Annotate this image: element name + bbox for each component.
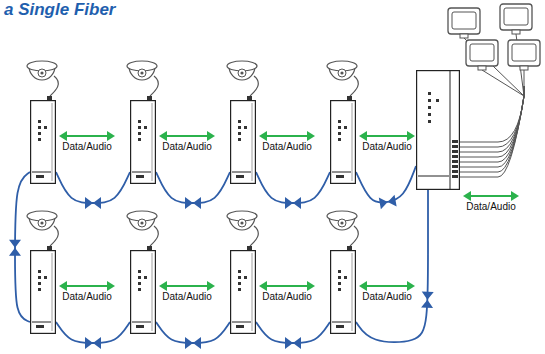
transceiver-unit <box>30 100 56 184</box>
fiber-splice <box>85 197 101 209</box>
transceiver-node: Data/Audio <box>330 100 356 184</box>
fiber-link <box>156 322 230 349</box>
fiber-splice <box>185 197 201 209</box>
dome-camera <box>327 211 358 246</box>
signal-label: Data/Audio <box>262 291 311 303</box>
fiber-splice <box>85 337 101 349</box>
monitor <box>448 8 480 38</box>
transceiver-unit <box>230 250 256 334</box>
fiber-link <box>256 322 330 349</box>
fiber-link <box>256 172 330 209</box>
diagram-title: a Single Fiber <box>4 0 115 20</box>
fiber-connectors <box>9 166 434 349</box>
monitor <box>508 40 540 70</box>
data-audio-arrow <box>359 131 415 141</box>
video-cable <box>460 96 524 157</box>
transceiver-unit <box>230 100 256 184</box>
dome-camera <box>127 61 158 96</box>
fiber-link <box>356 190 434 342</box>
dome-camera <box>227 61 258 96</box>
video-cable <box>460 96 524 177</box>
data-audio-arrow <box>463 191 519 201</box>
data-audio-arrow <box>159 281 215 291</box>
fiber-link <box>156 172 230 209</box>
fiber-splice <box>285 337 301 349</box>
transceiver-node: Data/Audio <box>130 100 156 184</box>
transceiver-unit <box>130 250 156 334</box>
fiber-splice <box>9 240 21 256</box>
transceiver-unit <box>330 250 356 334</box>
data-audio-arrow <box>259 281 315 291</box>
transceiver-unit <box>330 100 356 184</box>
data-audio-arrow <box>259 131 315 141</box>
monitor-cable <box>482 70 524 96</box>
signal-label: Data/Audio <box>262 141 311 153</box>
transceiver-unit <box>130 100 156 184</box>
signal-label: Data/Audio <box>362 141 411 153</box>
monitor <box>466 40 498 70</box>
data-audio-arrow <box>59 281 115 291</box>
signal-label: Data/Audio <box>466 201 515 213</box>
data-audio-arrow <box>159 131 215 141</box>
fiber-link <box>356 166 416 209</box>
fiber-splice <box>285 197 301 209</box>
video-cable <box>460 96 524 172</box>
signal-label: Data/Audio <box>162 291 211 303</box>
transceiver-node: Data/Audio <box>130 250 156 334</box>
transceiver-node: Data/Audio <box>30 250 56 334</box>
transceiver-unit <box>30 250 56 334</box>
video-cable <box>460 96 524 162</box>
data-audio-arrow <box>59 131 115 141</box>
receiver-rack-node: Data/Audio <box>416 70 460 190</box>
signal-label: Data/Audio <box>62 141 111 153</box>
signal-label: Data/Audio <box>362 291 411 303</box>
fiber-link <box>56 322 130 349</box>
transceiver-node: Data/Audio <box>30 100 56 184</box>
fiber-splice <box>421 292 434 308</box>
monitor <box>500 4 532 34</box>
data-audio-arrow <box>359 281 415 291</box>
cable-bundle <box>523 86 525 96</box>
fiber-splice <box>379 195 397 210</box>
dome-camera <box>27 61 58 96</box>
transceiver-node: Data/Audio <box>230 250 256 334</box>
fiber-splice <box>185 337 201 349</box>
dome-camera <box>127 211 158 246</box>
signal-label: Data/Audio <box>62 291 111 303</box>
transceiver-node: Data/Audio <box>230 100 256 184</box>
video-cable <box>460 96 524 167</box>
receiver-rack <box>416 70 460 190</box>
fiber-link <box>9 172 30 322</box>
dome-camera <box>227 211 258 246</box>
dome-camera <box>327 61 358 96</box>
illustration <box>27 4 540 246</box>
signal-label: Data/Audio <box>162 141 211 153</box>
dome-camera <box>27 211 58 246</box>
transceiver-node: Data/Audio <box>330 250 356 334</box>
monitor-cable <box>524 70 525 96</box>
fiber-link <box>56 172 130 209</box>
